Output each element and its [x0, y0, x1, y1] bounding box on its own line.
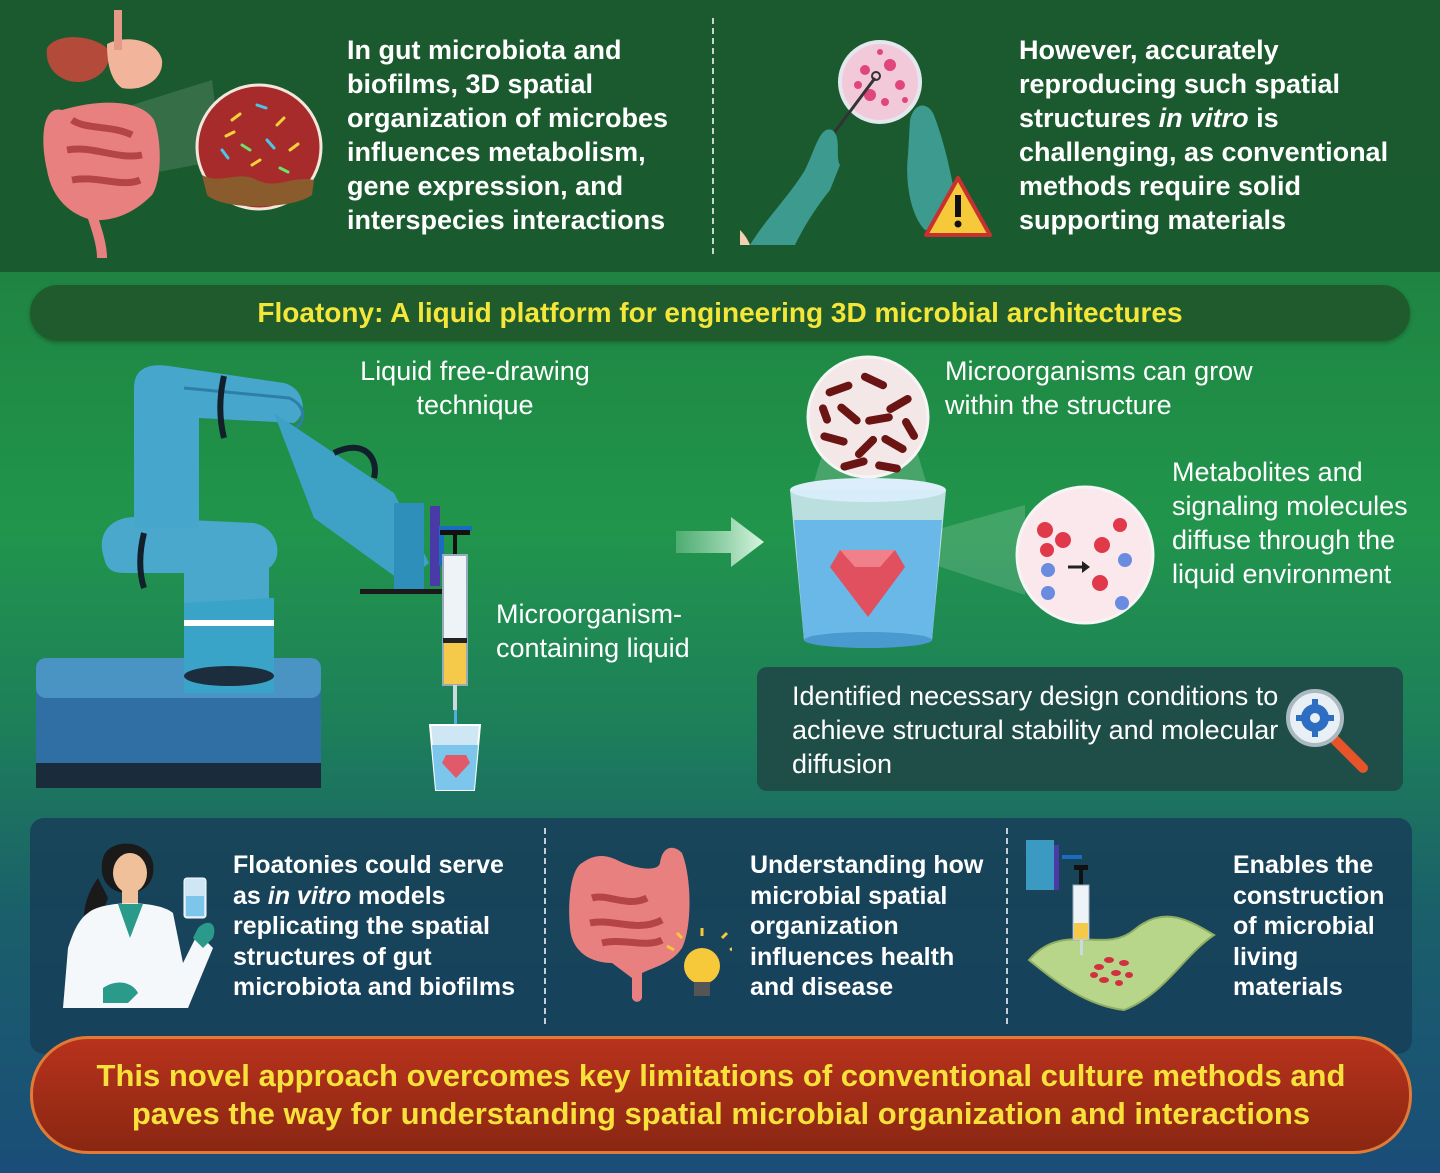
- conclusion-line-1: This novel approach overcomes key limita…: [96, 1058, 1346, 1093]
- molecules-circle-icon: [1025, 498, 1035, 508]
- bottom-divider-2: [1006, 828, 1008, 1024]
- bacteria-circle-icon: [808, 358, 818, 368]
- lightbulb-icon: [562, 838, 732, 1013]
- materials-text: Enables the construction of microbial li…: [1233, 851, 1385, 1001]
- models-text: Floatonies could serve as in vitro model…: [233, 851, 515, 1001]
- bottom-divider-1: [544, 828, 546, 1024]
- grow-label: Microorganisms can grow within the struc…: [945, 356, 1253, 420]
- gear-magnifier-icon: [1283, 688, 1373, 778]
- petri-dish-icon: [740, 30, 1000, 245]
- conclusion-line-2: paves the way for understanding spatial …: [131, 1096, 1311, 1131]
- top-divider: [712, 18, 714, 254]
- health-text: Understanding how microbial spatial orga…: [750, 851, 984, 1001]
- arrow-right-icon: [676, 515, 766, 570]
- challenge-text: However, accurately reproducing such spa…: [1019, 35, 1389, 235]
- page-title: Floatony: A liquid platform for engineer…: [30, 285, 1410, 341]
- living-material-icon: [1024, 835, 1219, 1020]
- robot-arm-icon: [34, 358, 494, 798]
- conclusion-banner: This novel approach overcomes key limita…: [30, 1036, 1412, 1154]
- design-conditions-label: Identified necessary design conditions t…: [792, 681, 1279, 779]
- cup-gem-icon: [780, 355, 1175, 655]
- liquid-label: Microorganism-containing liquid: [496, 599, 690, 663]
- diffuse-label: Metabolites and signaling molecules diff…: [1172, 457, 1408, 589]
- scientist-icon: [48, 838, 218, 1013]
- syringe-icon: [418, 530, 498, 795]
- intestine-icon: [22, 10, 327, 260]
- gut-organization-text: In gut microbiota and biofilms, 3D spati…: [347, 35, 669, 235]
- drawing-technique-label: Liquid free-drawing technique: [360, 356, 590, 420]
